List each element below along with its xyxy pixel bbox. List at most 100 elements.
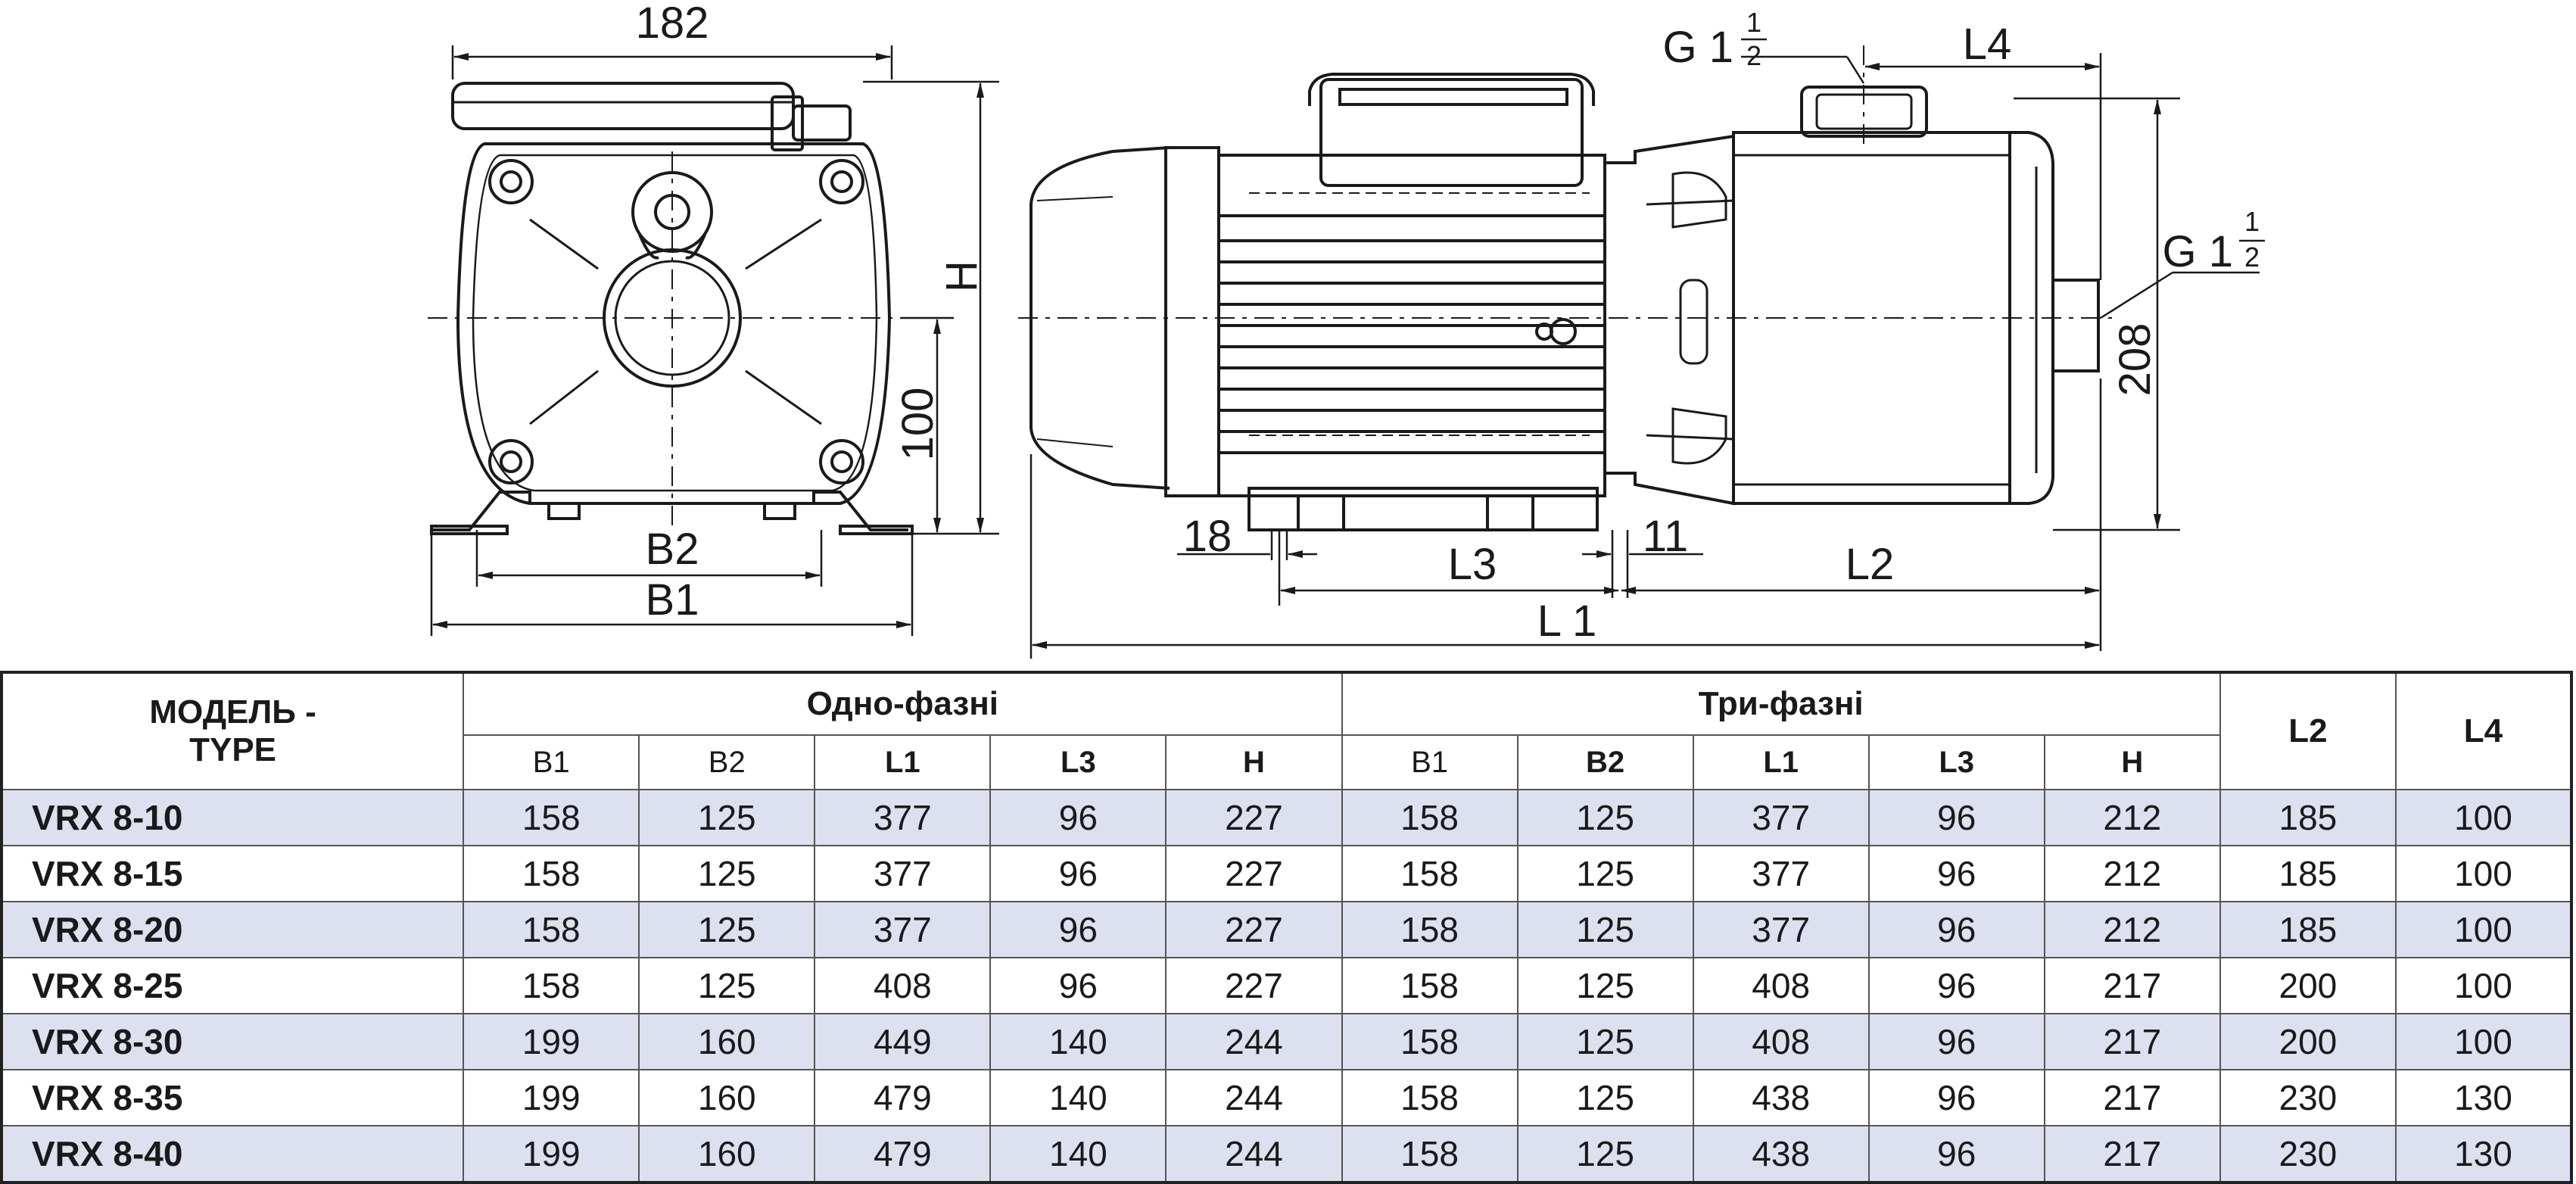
- table-subheader-row: B1 B2 L1 L3 H B1 B2 L1 L3 H: [2, 734, 2571, 790]
- value-cell: 125: [638, 789, 816, 846]
- value-cell: 160: [638, 1125, 816, 1183]
- height-h-label: H: [937, 260, 986, 292]
- value-cell: 185: [2219, 789, 2397, 846]
- value-cell: 227: [1165, 845, 1343, 902]
- value-cell: 125: [638, 845, 816, 902]
- value-cell: 100: [2394, 1013, 2573, 1070]
- value-cell: 125: [1516, 901, 1694, 958]
- outlet-frac-den: 2: [2244, 241, 2260, 273]
- value-cell: 244: [1165, 1125, 1343, 1183]
- value-cell: 125: [638, 957, 816, 1014]
- single-l1-header: L1: [814, 734, 992, 790]
- three-b2-header: B2: [1516, 734, 1694, 790]
- value-cell: 212: [2043, 845, 2221, 902]
- value-cell: 377: [1692, 845, 1870, 902]
- table-header-row: МОДЕЛЬ - TYPE Одно-фазні Три-фазні L2 L4: [0, 671, 2573, 790]
- value-cell: 100: [2394, 845, 2573, 902]
- value-cell: 96: [1867, 901, 2045, 958]
- width-182-label: 182: [636, 0, 709, 48]
- value-cell: 200: [2219, 957, 2397, 1014]
- value-cell: 377: [814, 845, 992, 902]
- l3-label: L3: [1448, 540, 1497, 589]
- value-cell: 185: [2219, 845, 2397, 902]
- value-cell: 199: [463, 1013, 640, 1070]
- three-l1-header: L1: [1692, 734, 1870, 790]
- front-centerlines: [428, 151, 912, 530]
- value-cell: 377: [1692, 789, 1870, 846]
- value-cell: 96: [1867, 1013, 2045, 1070]
- value-cell: 140: [989, 1125, 1167, 1183]
- value-cell: 96: [1867, 845, 2045, 902]
- value-cell: 217: [2043, 1069, 2221, 1126]
- value-cell: 230: [2219, 1125, 2397, 1183]
- single-b2-header: B2: [638, 734, 816, 790]
- value-cell: 158: [463, 845, 640, 902]
- value-cell: 199: [463, 1069, 640, 1126]
- value-cell: 130: [2394, 1125, 2573, 1183]
- value-cell: 230: [2219, 1069, 2397, 1126]
- value-cell: 125: [1516, 1069, 1694, 1126]
- value-cell: 244: [1165, 1013, 1343, 1070]
- height-208-label: 208: [2110, 323, 2160, 397]
- model-header-line1: МОДЕЛЬ -: [149, 693, 316, 731]
- value-cell: 199: [463, 1125, 640, 1183]
- value-cell: 408: [1692, 1013, 1870, 1070]
- value-cell: 96: [1867, 957, 2045, 1014]
- outlet-frac-num: 1: [2244, 206, 2260, 237]
- value-cell: 96: [1867, 789, 2045, 846]
- inlet-g-label: G 1: [1663, 23, 1734, 72]
- outlet-g-label: G 1: [2163, 227, 2234, 276]
- value-cell: 96: [989, 901, 1167, 958]
- value-cell: 158: [1341, 789, 1519, 846]
- b2-label: B2: [646, 525, 699, 574]
- value-cell: 212: [2043, 901, 2221, 958]
- l4-label: L4: [1963, 20, 2012, 69]
- single-l3-header: L3: [989, 734, 1167, 790]
- front-view: [430, 82, 914, 535]
- value-cell: 217: [2043, 1125, 2221, 1183]
- value-cell: 217: [2043, 1013, 2221, 1070]
- value-cell: 438: [1692, 1069, 1870, 1126]
- three-h-header: H: [2043, 734, 2221, 790]
- value-cell: 217: [2043, 957, 2221, 1014]
- l4-header: L4: [2394, 671, 2573, 790]
- axis-height-100-label: 100: [893, 388, 942, 461]
- pump-dimension-drawing: 182 H 100 B2 B1: [428, 0, 2265, 659]
- l2-label: L2: [1846, 540, 1895, 589]
- front-dimensions: [430, 45, 999, 636]
- dimensions-table: МОДЕЛЬ - TYPE Одно-фазні Три-фазні L2 L4…: [0, 671, 2573, 1184]
- inlet-frac-num: 1: [1746, 7, 1761, 38]
- model-cell: VRX 8-25: [0, 957, 465, 1014]
- value-cell: 140: [989, 1013, 1167, 1070]
- value-cell: 125: [1516, 1013, 1694, 1070]
- model-header: МОДЕЛЬ - TYPE: [0, 671, 465, 790]
- l1-label: L 1: [1537, 597, 1596, 646]
- value-cell: 140: [989, 1069, 1167, 1126]
- value-cell: 158: [463, 957, 640, 1014]
- value-cell: 377: [814, 901, 992, 958]
- value-cell: 185: [2219, 901, 2397, 958]
- value-cell: 96: [989, 845, 1167, 902]
- single-b1-header: B1: [463, 734, 640, 790]
- value-cell: 227: [1165, 901, 1343, 958]
- value-cell: 96: [989, 789, 1167, 846]
- three-b1-header: B1: [1341, 734, 1519, 790]
- value-cell: 100: [2394, 789, 2573, 846]
- inlet-frac-den: 2: [1746, 40, 1761, 71]
- single-h-header: H: [1165, 734, 1343, 790]
- value-cell: 212: [2043, 789, 2221, 846]
- value-cell: 227: [1165, 789, 1343, 846]
- value-cell: 377: [1692, 901, 1870, 958]
- value-cell: 158: [1341, 1125, 1519, 1183]
- three-l3-header: L3: [1867, 734, 2045, 790]
- value-cell: 125: [1516, 845, 1694, 902]
- model-cell: VRX 8-35: [0, 1069, 465, 1126]
- value-cell: 227: [1165, 957, 1343, 1014]
- value-cell: 438: [1692, 1125, 1870, 1183]
